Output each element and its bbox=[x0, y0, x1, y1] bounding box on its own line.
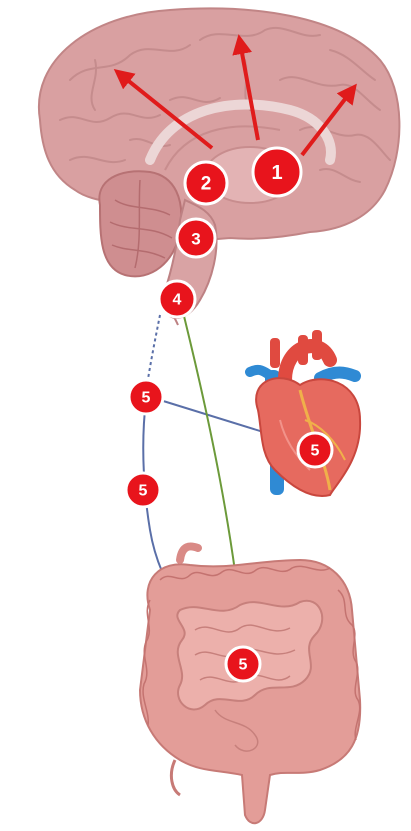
intestines-icon bbox=[140, 546, 360, 823]
marker-5-label: 5 bbox=[142, 390, 151, 407]
heart-icon bbox=[250, 330, 360, 496]
marker-2: 2 bbox=[185, 162, 227, 204]
marker-5-label: 5 bbox=[311, 443, 320, 460]
marker-5-label: 5 bbox=[139, 483, 148, 500]
marker-3: 3 bbox=[177, 219, 215, 257]
marker-1-label: 1 bbox=[271, 162, 282, 184]
marker-5-label: 5 bbox=[239, 657, 248, 674]
marker-5-gut: 5 bbox=[226, 647, 260, 681]
marker-2-label: 2 bbox=[201, 174, 212, 195]
marker-4: 4 bbox=[159, 281, 195, 317]
marker-3-label: 3 bbox=[191, 230, 200, 249]
marker-5-vagus-mid: 5 bbox=[126, 473, 160, 507]
marker-1: 1 bbox=[253, 148, 301, 196]
marker-4-label: 4 bbox=[173, 292, 182, 309]
marker-5-vagus-top: 5 bbox=[129, 380, 163, 414]
marker-5-heart: 5 bbox=[298, 433, 332, 467]
